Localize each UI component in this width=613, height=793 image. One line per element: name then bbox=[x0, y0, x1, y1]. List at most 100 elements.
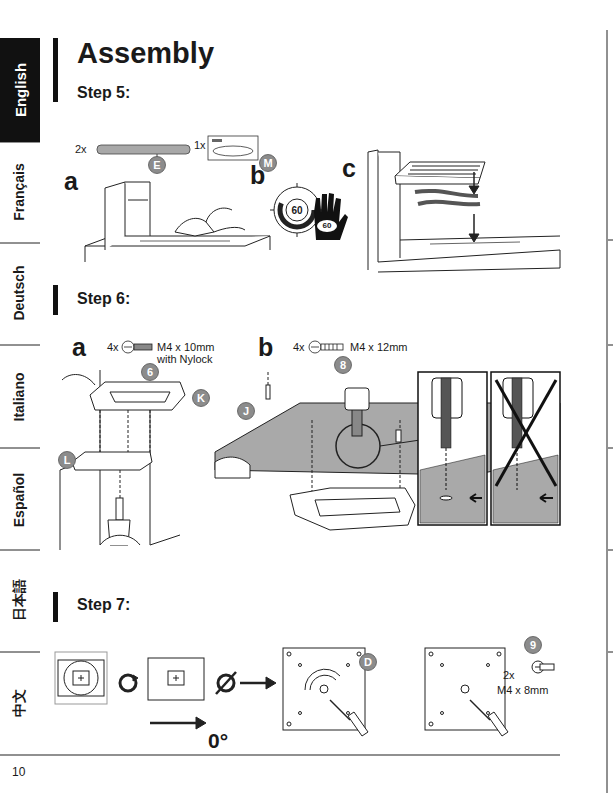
vesa-plates-part bbox=[487, 664, 490, 667]
zoom-panels-part bbox=[496, 380, 556, 486]
step5c-stand-part bbox=[412, 166, 480, 167]
step6b-plate-part bbox=[315, 498, 400, 516]
zoom-panels-part bbox=[496, 380, 556, 486]
screw-icon-part bbox=[329, 344, 330, 350]
screw-spec: M4 x 8mm bbox=[497, 684, 548, 696]
substep-letter: b bbox=[250, 162, 265, 190]
step7-monitors-part bbox=[216, 672, 236, 694]
callout-text: L bbox=[64, 455, 71, 466]
step5a-stand-part bbox=[105, 182, 125, 250]
page-frame-part bbox=[0, 345, 40, 346]
vesa-plates-part bbox=[348, 712, 368, 736]
step5b-glove-part bbox=[314, 193, 348, 240]
page-frame-part bbox=[0, 754, 560, 755]
step5b-glove bbox=[314, 193, 348, 240]
step5a-stand-part bbox=[128, 200, 148, 201]
step6a-stand-part bbox=[110, 392, 170, 402]
language-tab: Italiano bbox=[12, 372, 27, 421]
step7-monitors-part bbox=[196, 717, 206, 729]
vesa-plates-part bbox=[320, 685, 328, 693]
part-e-strip bbox=[97, 145, 190, 158]
language-tab: 日本語 bbox=[12, 579, 27, 621]
quantity: 2x bbox=[75, 143, 87, 155]
vesa-plates-part bbox=[287, 652, 291, 656]
vesa-plates-part bbox=[299, 664, 302, 667]
quantity: 2x bbox=[503, 669, 515, 681]
step5b-timer-part bbox=[274, 187, 320, 233]
vesa-plates-part bbox=[487, 712, 490, 715]
page-frame-part bbox=[0, 550, 40, 551]
step5c-stand-part bbox=[410, 170, 478, 171]
substep-letter: a bbox=[64, 168, 78, 196]
step6b-plate-part bbox=[312, 420, 313, 495]
step7-monitors-part bbox=[55, 652, 107, 704]
step7-monitors-part bbox=[64, 661, 98, 695]
substep-letter: c bbox=[342, 155, 356, 183]
step5c-stand bbox=[368, 150, 560, 272]
step6b-plate-part bbox=[266, 385, 270, 399]
step5c-stand-part bbox=[395, 162, 485, 178]
step5b-glove-part bbox=[317, 220, 337, 232]
page-frame-part bbox=[608, 448, 613, 449]
language-tab: Español bbox=[12, 473, 27, 527]
page-frame bbox=[0, 30, 613, 793]
step6b-plate-part bbox=[215, 457, 250, 478]
substep-letter: a bbox=[72, 334, 86, 362]
language-tab: English bbox=[0, 38, 40, 142]
step6a-stand-part bbox=[90, 382, 185, 410]
page-frame-part bbox=[608, 240, 613, 241]
tab-fill bbox=[0, 38, 40, 142]
step6b-plate-part bbox=[352, 408, 362, 436]
step7-monitors bbox=[55, 652, 276, 729]
step5a-stand-part bbox=[175, 218, 214, 236]
step-heading: Step 6: bbox=[77, 290, 130, 308]
step6a-stand-part bbox=[100, 535, 140, 545]
step5a-stand-part bbox=[125, 182, 150, 236]
step5a-stand-part bbox=[214, 227, 245, 232]
language-tab: Français bbox=[12, 163, 27, 221]
part-e-strip-part bbox=[97, 145, 190, 154]
step6b-plate-part bbox=[396, 430, 401, 442]
step5c-stand-part bbox=[415, 191, 478, 196]
callout-text: 6 bbox=[147, 367, 153, 378]
step5c-stand-part bbox=[430, 242, 520, 244]
quantity: 1x bbox=[194, 139, 206, 151]
step5c-stand-part bbox=[418, 202, 480, 205]
callout-letter: K bbox=[192, 389, 210, 407]
callout-text: D bbox=[364, 657, 372, 668]
step5c-stand-part bbox=[395, 176, 480, 184]
timer-value: 60 bbox=[291, 205, 302, 216]
zoom-panels-part bbox=[420, 455, 485, 523]
callout-circle bbox=[59, 452, 76, 469]
callout-text: J bbox=[243, 406, 249, 417]
zoom-panels-part bbox=[540, 494, 553, 502]
step7-monitors-part bbox=[266, 677, 276, 689]
step6a-stand-part bbox=[62, 375, 95, 385]
step7-monitors-part bbox=[133, 675, 138, 681]
step6a-stand-part bbox=[150, 410, 151, 452]
step6b-plate bbox=[215, 372, 560, 530]
zoom-panels-part bbox=[493, 455, 558, 523]
screw-icon bbox=[122, 341, 343, 353]
step6a-stand-part bbox=[150, 400, 180, 545]
part-m-pack-part bbox=[212, 139, 222, 142]
step5b-timer-part bbox=[297, 233, 298, 237]
zoom-panels-part bbox=[440, 496, 452, 500]
part-m-pack bbox=[208, 136, 258, 160]
vesa-plates-part bbox=[299, 712, 302, 715]
step7-monitors-part bbox=[58, 660, 104, 696]
zoom-panels-part bbox=[446, 448, 447, 490]
step5b-timer-part bbox=[280, 193, 314, 227]
page-frame-part bbox=[0, 243, 40, 244]
tab-text: English bbox=[13, 63, 28, 117]
step6b-plate-part bbox=[345, 388, 369, 410]
step5b-timer-part bbox=[297, 183, 298, 187]
vesa-plates-part bbox=[470, 700, 490, 720]
vesa-plates-part bbox=[441, 664, 444, 667]
step5c-stand-part bbox=[469, 186, 479, 194]
step7-monitors-part bbox=[78, 675, 84, 681]
step7-monitors-part bbox=[148, 658, 204, 700]
section-bars-part bbox=[53, 592, 58, 622]
